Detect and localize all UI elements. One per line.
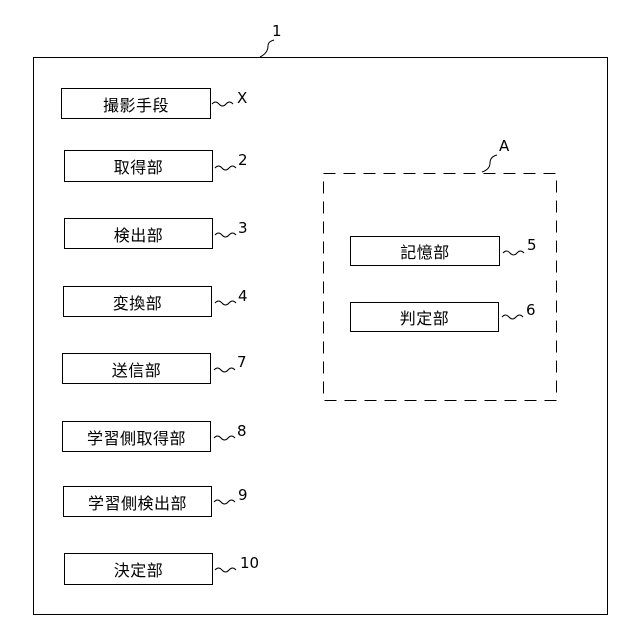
unit-learning-acquisition: 学習側取得部 <box>62 421 211 452</box>
unit-decision: 決定部 <box>64 553 213 585</box>
group-a-ref-leader <box>482 155 497 172</box>
unit-conversion: 変換部 <box>63 286 212 317</box>
unit-judgment: 判定部 <box>350 302 499 332</box>
device-ref-label: 1 <box>272 24 282 39</box>
ref-label-decision: 10 <box>240 556 259 571</box>
ref-label-acquisition: 2 <box>238 153 248 168</box>
tilde-leader <box>214 368 235 372</box>
ref-label-storage: 5 <box>527 238 537 253</box>
unit-imaging-means: 撮影手段 <box>61 88 211 119</box>
ref-label-transmission: 7 <box>237 355 247 370</box>
ref-label-detection: 3 <box>238 221 248 236</box>
unit-storage: 記憶部 <box>350 236 500 266</box>
ref-label-judgment: 6 <box>526 303 536 318</box>
tilde-leader <box>212 102 233 106</box>
tilde-leader <box>214 500 235 504</box>
group-a-ref-label: A <box>499 139 509 154</box>
group-a-frame <box>324 174 557 401</box>
ref-label-imaging-means: X <box>237 91 247 106</box>
tilde-leader <box>502 315 523 319</box>
tilde-leader <box>215 166 236 170</box>
ref-label-learning-acquisition: 8 <box>237 424 247 439</box>
unit-detection: 検出部 <box>64 218 213 249</box>
tilde-leader <box>215 233 236 237</box>
tilde-leader <box>214 436 235 440</box>
tilde-leader <box>215 568 236 572</box>
unit-transmission: 送信部 <box>62 353 211 384</box>
ref-label-conversion: 4 <box>238 289 248 304</box>
unit-learning-detection: 学習側検出部 <box>63 486 212 517</box>
device-ref-leader <box>260 40 274 57</box>
tilde-leader <box>503 251 524 255</box>
device-frame <box>34 58 608 615</box>
ref-label-learning-detection: 9 <box>238 488 248 503</box>
tilde-leader <box>215 301 236 305</box>
unit-acquisition: 取得部 <box>64 150 213 182</box>
